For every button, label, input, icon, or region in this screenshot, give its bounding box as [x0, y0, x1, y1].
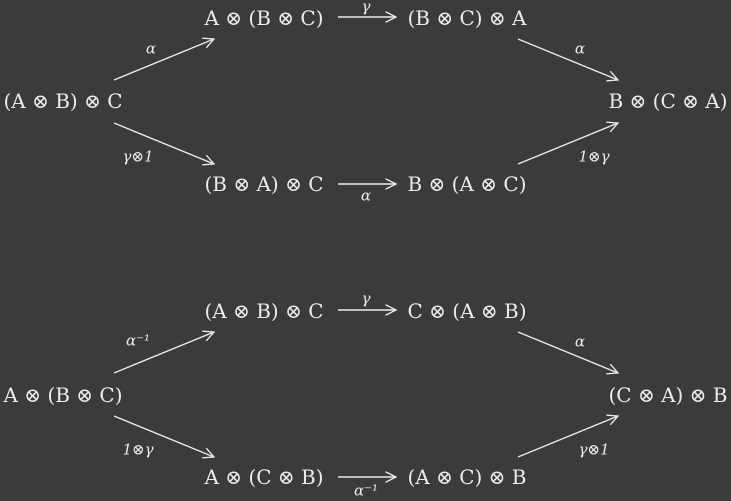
d1-node-right: B ⊗ (C ⊗ A)	[608, 89, 728, 113]
d1-arrow-bottom-right-to-right	[517, 123, 618, 165]
d2-node-right: (C ⊗ A) ⊗ B	[608, 383, 728, 407]
d2-node-bottom-right: (A ⊗ C) ⊗ B	[407, 465, 527, 489]
d1-label-left-to-top-left: α	[145, 39, 157, 58]
d2-label-left-to-top-left: α⁻¹	[125, 331, 151, 350]
d2-arrow-left-to-top-left	[113, 332, 214, 374]
d2-label-left-to-bottom-left: 1⊗γ	[122, 440, 154, 459]
d1-label-bottom-left-to-bottom-right: α	[360, 186, 372, 205]
d1-label-left-to-bottom-left: γ⊗1	[122, 147, 154, 166]
d1-arrow-left-to-bottom-left	[113, 122, 214, 164]
d2-label-bottom-left-to-bottom-right: α⁻¹	[353, 481, 379, 500]
d2-node-bottom-left: A ⊗ (C ⊗ B)	[204, 465, 324, 489]
d1-label-top-left-to-top-right: γ	[361, 0, 371, 16]
d2-arrow-top-right-to-right	[517, 331, 618, 373]
d1-node-top-right: (B ⊗ C) ⊗ A	[407, 6, 527, 30]
d1-arrow-left-to-top-left	[113, 39, 214, 81]
d1-label-bottom-right-to-right: 1⊗γ	[578, 147, 610, 166]
d1-arrow-top-right-to-right	[517, 38, 618, 80]
d1-node-bottom-right: B ⊗ (A ⊗ C)	[407, 172, 527, 196]
d1-node-left: (A ⊗ B) ⊗ C	[3, 89, 123, 113]
d2-label-top-left-to-top-right: γ	[361, 289, 371, 308]
d2-label-bottom-right-to-right: γ⊗1	[578, 440, 610, 459]
d1-label-top-right-to-right: α	[574, 39, 586, 58]
d1-node-top-left: A ⊗ (B ⊗ C)	[204, 6, 324, 30]
d2-label-top-right-to-right: α	[574, 332, 586, 351]
d2-node-top-left: (A ⊗ B) ⊗ C	[204, 299, 324, 323]
d2-arrow-left-to-bottom-left	[113, 415, 214, 457]
d2-node-left: A ⊗ (B ⊗ C)	[3, 383, 123, 407]
d1-node-bottom-left: (B ⊗ A) ⊗ C	[204, 172, 324, 196]
d2-arrow-bottom-right-to-right	[517, 416, 618, 458]
d2-node-top-right: C ⊗ (A ⊗ B)	[407, 299, 527, 323]
